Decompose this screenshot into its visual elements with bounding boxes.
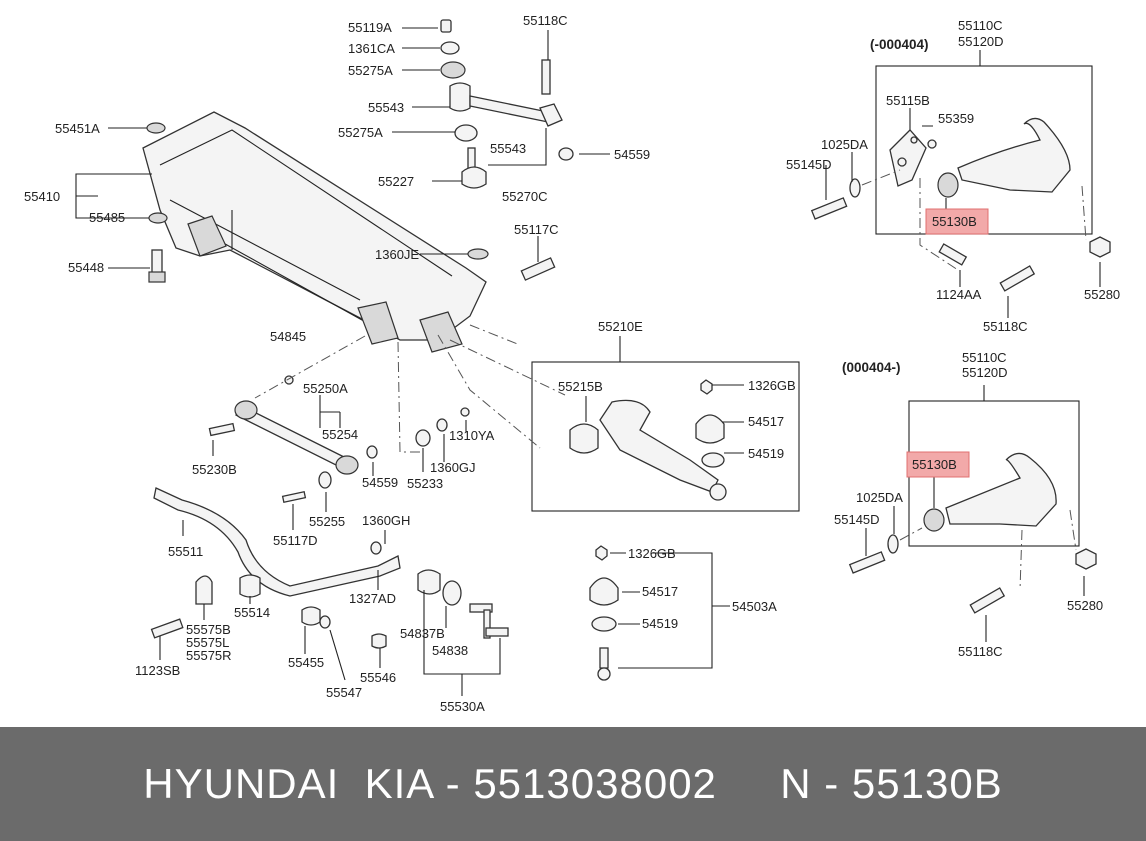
- upper-arm-box-bottom: [848, 385, 1097, 642]
- label-55530A: 55530A: [440, 699, 485, 714]
- label-1326GB-a: 1326GB: [748, 378, 796, 393]
- label-1360GH: 1360GH: [362, 513, 410, 528]
- stabilizer-link: [417, 569, 509, 696]
- label-55543-1: 55543: [368, 100, 404, 115]
- label-55575R: 55575R: [186, 648, 232, 663]
- label-55448: 55448: [68, 260, 104, 275]
- label-55546: 55546: [360, 670, 396, 685]
- label-55233: 55233: [407, 476, 443, 491]
- lateral-link: [208, 375, 470, 530]
- label-55120D-b: 55120D: [962, 365, 1008, 380]
- label-55275A-2: 55275A: [338, 125, 383, 140]
- label-55130B-a: 55130B: [932, 214, 977, 229]
- label-54838: 54838: [432, 643, 468, 658]
- label-55118C-top: 55118C: [523, 13, 568, 28]
- stabilizer-bar: [150, 487, 401, 681]
- label-54559-mid: 54559: [362, 475, 398, 490]
- label-55117C-top: 55117C: [514, 222, 559, 237]
- label-1025DA-a: 1025DA: [821, 137, 868, 152]
- part-labels: 55119A 1361CA 55275A 55118C 55543 55275A…: [24, 13, 1120, 714]
- label-55117D: 55117D: [273, 533, 318, 548]
- label-54517-a: 54517: [748, 414, 784, 429]
- label-54503A: 54503A: [732, 599, 777, 614]
- label-54519-b: 54519: [642, 616, 678, 631]
- label-1327AD: 1327AD: [349, 591, 396, 606]
- label-55118C-a: 55118C: [983, 319, 1028, 334]
- label-1025DA-b: 1025DA: [856, 490, 903, 505]
- label-55455: 55455: [288, 655, 324, 670]
- label-55118C-b: 55118C: [958, 644, 1003, 659]
- label-55254: 55254: [322, 427, 358, 442]
- label-55115B: 55115B: [886, 93, 930, 108]
- label-1360JE: 1360JE: [375, 247, 419, 262]
- label-55511: 55511: [168, 544, 203, 559]
- label-54837B: 54837B: [400, 626, 445, 641]
- label-55451A: 55451A: [55, 121, 100, 136]
- highlight-55130B-bottom: [906, 451, 970, 478]
- label-55255: 55255: [309, 514, 345, 529]
- label-55280-b: 55280: [1067, 598, 1103, 613]
- label-55119A: 55119A: [348, 20, 392, 35]
- header-upper-arm-bottom: (000404-): [842, 360, 901, 375]
- label-1310YA: 1310YA: [449, 428, 495, 443]
- label-1361CA: 1361CA: [348, 41, 395, 56]
- label-55120D-a: 55120D: [958, 34, 1004, 49]
- upper-arm-box-top: [810, 50, 1111, 318]
- top-link-assembly: [392, 19, 610, 189]
- part-number-text: HYUNDAI KIA - 5513038002 N - 55130B: [143, 760, 1003, 807]
- label-55110C-b: 55110C: [962, 350, 1007, 365]
- label-55110C-a: 55110C: [958, 18, 1003, 33]
- label-55210E: 55210E: [598, 319, 643, 334]
- label-54559-top: 54559: [614, 147, 650, 162]
- label-54517-b: 54517: [642, 584, 678, 599]
- label-1124AA: 1124AA: [936, 287, 982, 302]
- label-1326GB-b: 1326GB: [628, 546, 676, 561]
- label-55215B: 55215B: [558, 379, 603, 394]
- label-55543-2: 55543: [490, 141, 526, 156]
- label-1360GJ: 1360GJ: [430, 460, 476, 475]
- label-55227: 55227: [378, 174, 414, 189]
- parts-diagram: (-000404) (000404-) 55119A 1361CA 55275A…: [24, 13, 1120, 714]
- label-55547: 55547: [326, 685, 362, 700]
- lower-arm-box: [531, 336, 800, 512]
- label-55250A: 55250A: [303, 381, 348, 396]
- label-55230B: 55230B: [192, 462, 237, 477]
- label-1123SB: 1123SB: [135, 663, 180, 678]
- label-55575L: 55575L: [186, 635, 229, 650]
- label-54519-a: 54519: [748, 446, 784, 461]
- label-55270C: 55270C: [502, 189, 548, 204]
- label-55130B-b: 55130B: [912, 457, 957, 472]
- label-55514: 55514: [234, 605, 270, 620]
- ball-joint-group: [589, 545, 730, 681]
- label-55485: 55485: [89, 210, 125, 225]
- label-55280-a: 55280: [1084, 287, 1120, 302]
- label-55145D-a: 55145D: [786, 157, 832, 172]
- highlight-55130B-top: [925, 208, 989, 235]
- crossmember: [75, 111, 556, 353]
- label-54845: 54845: [270, 329, 306, 344]
- part-number-banner: HYUNDAI KIA - 5513038002 N - 55130B: [0, 727, 1146, 841]
- label-55575B: 55575B: [186, 622, 231, 637]
- header-upper-arm-top: (-000404): [870, 37, 929, 52]
- label-55145D-b: 55145D: [834, 512, 880, 527]
- label-55275A-1: 55275A: [348, 63, 393, 78]
- label-55359: 55359: [938, 111, 974, 126]
- label-55410: 55410: [24, 189, 60, 204]
